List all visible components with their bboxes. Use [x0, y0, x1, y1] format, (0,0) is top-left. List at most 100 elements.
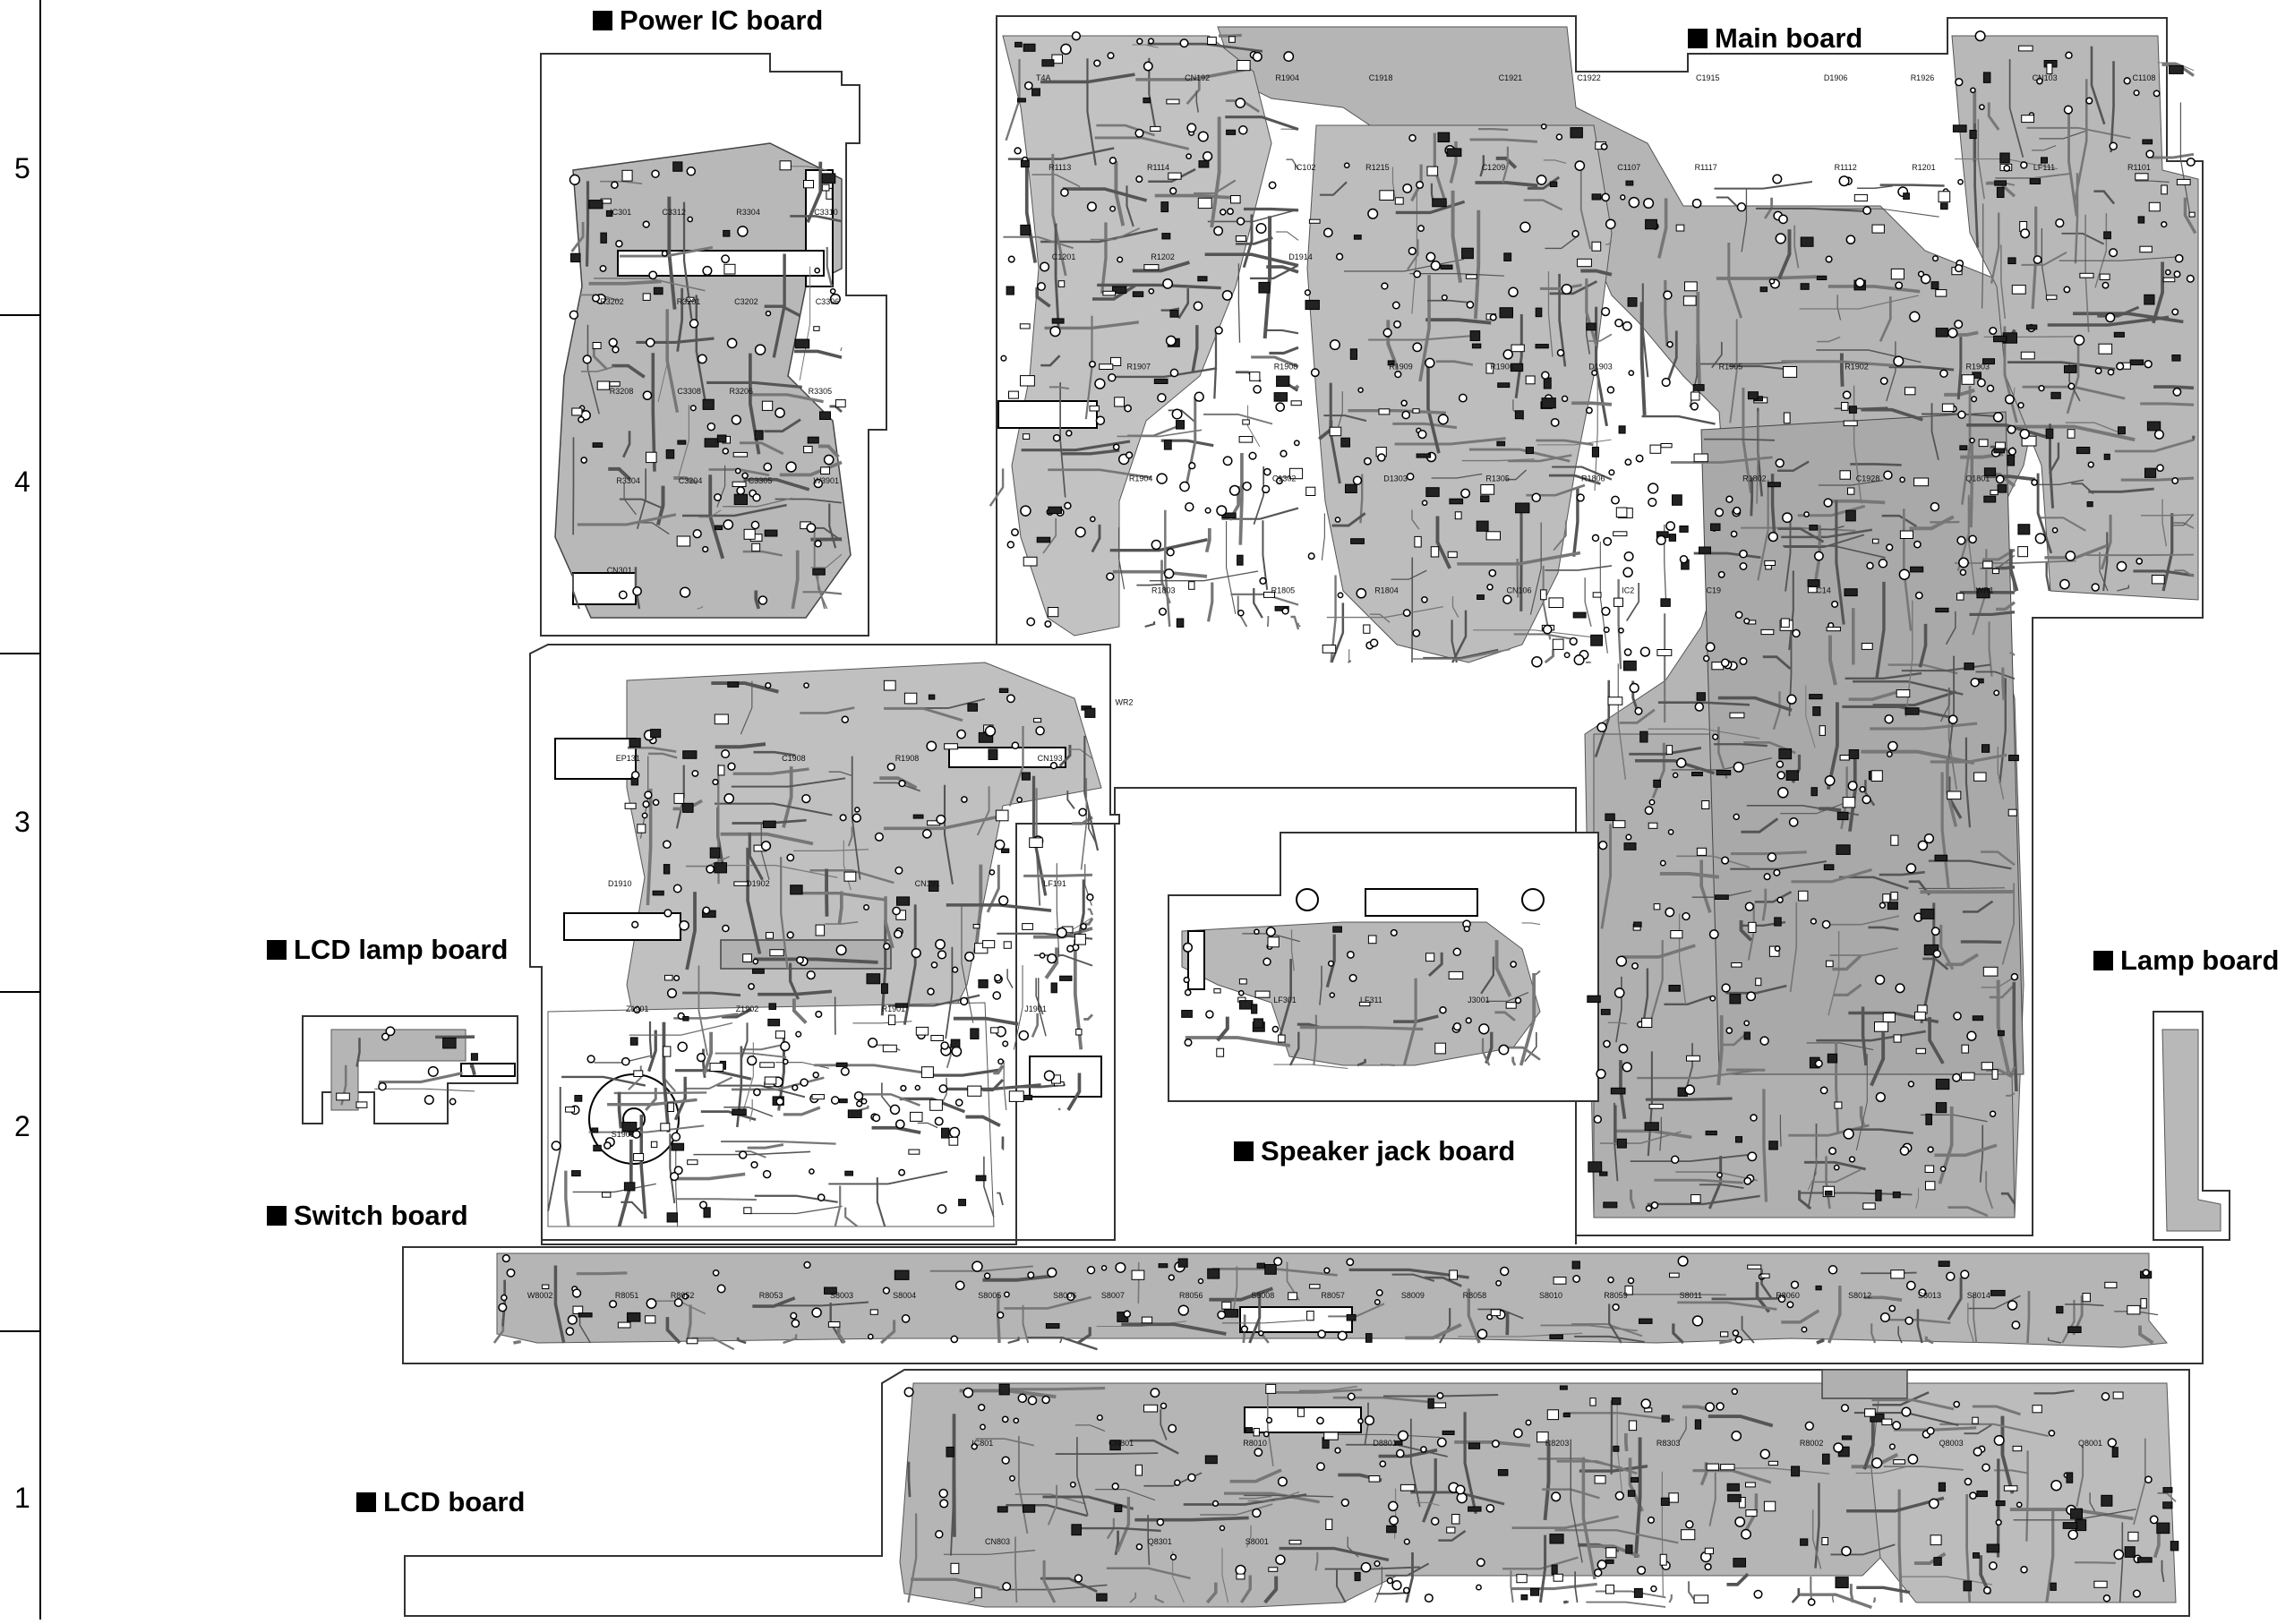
smd-pad	[1934, 1558, 1941, 1566]
smd-pad	[1135, 1465, 1142, 1475]
smd-pad	[946, 1447, 954, 1457]
pad	[664, 910, 672, 917]
pad	[1383, 329, 1391, 337]
smd-pad	[2033, 1406, 2041, 1413]
smd-pad	[2113, 1392, 2123, 1398]
component-ref: R8002	[1800, 1439, 1824, 1448]
pad	[1490, 314, 1496, 321]
pad	[1602, 308, 1610, 316]
trace	[1219, 35, 1242, 36]
pad	[1171, 1554, 1177, 1560]
pad	[1558, 350, 1564, 356]
pad	[1890, 1444, 1896, 1449]
pad	[1994, 1436, 2004, 1446]
smd-pad	[1161, 202, 1168, 212]
pad	[620, 591, 627, 598]
pad	[1107, 573, 1114, 580]
smd-pad	[1977, 1491, 1988, 1496]
pad	[1733, 763, 1743, 773]
smd-pad	[1592, 447, 1598, 457]
pad	[1933, 951, 1940, 958]
pad	[832, 1097, 839, 1104]
pad	[1740, 563, 1746, 569]
smd-pad	[646, 452, 657, 462]
trace	[909, 1462, 910, 1497]
pad	[980, 1424, 985, 1429]
smd-pad	[2157, 1523, 2170, 1534]
smd-pad	[1449, 971, 1463, 979]
pad	[1860, 787, 1865, 792]
smd-pad	[780, 161, 791, 170]
smd-pad	[1628, 298, 1637, 307]
smd-pad	[1266, 1384, 1276, 1393]
smd-pad	[822, 174, 835, 184]
smd-pad	[1259, 282, 1270, 293]
component-ref: R1113	[1049, 163, 1071, 172]
smd-pad	[1333, 927, 1342, 932]
smd-pad	[1623, 661, 1636, 671]
smd-pad	[1536, 308, 1542, 317]
pad	[1905, 1317, 1913, 1324]
component-ref: W8002	[527, 1291, 553, 1300]
pad	[796, 1031, 801, 1037]
pad	[698, 1054, 706, 1062]
component-ref: R8010	[1243, 1439, 1267, 1448]
smd-pad	[1732, 963, 1742, 968]
smd-pad	[1243, 420, 1250, 424]
pad	[593, 295, 600, 302]
pad	[1036, 727, 1044, 735]
pad	[1374, 1561, 1380, 1567]
smd-pad	[704, 1208, 710, 1218]
pad	[612, 346, 619, 353]
pad	[1418, 431, 1426, 439]
pad	[1091, 517, 1095, 521]
component-ref: IC102	[1294, 163, 1315, 172]
smd-pad	[1023, 434, 1030, 440]
pad	[2065, 106, 2073, 114]
smd-pad	[723, 230, 730, 236]
pad	[855, 1092, 863, 1100]
pad	[714, 1270, 719, 1276]
pad	[1556, 134, 1562, 140]
trace	[1716, 277, 1817, 278]
pad	[1764, 874, 1770, 880]
pad	[1562, 396, 1568, 401]
pad	[2056, 219, 2064, 227]
smd-pad	[1255, 991, 1270, 997]
trace	[1268, 616, 1269, 627]
pad	[1409, 135, 1416, 141]
pad	[1602, 607, 1610, 615]
pad	[1754, 1591, 1762, 1599]
pad	[633, 587, 641, 595]
square-bullet-icon	[356, 1492, 376, 1512]
pad	[1378, 454, 1385, 461]
pad	[1635, 708, 1642, 715]
pad	[1632, 963, 1638, 969]
smd-pad	[625, 803, 636, 808]
pad	[1706, 1403, 1714, 1411]
smd-pad	[1590, 1398, 1596, 1406]
pad	[1254, 386, 1261, 393]
smd-pad	[1921, 909, 1934, 919]
smd-pad	[1002, 849, 1009, 853]
smd-pad	[1435, 1043, 1446, 1054]
label-text: Lamp board	[2120, 944, 2279, 977]
pad	[690, 320, 698, 328]
pad	[1051, 763, 1057, 769]
pad	[425, 1096, 434, 1105]
trace	[614, 1092, 706, 1093]
pad	[941, 1042, 948, 1049]
smd-pad	[1960, 446, 1967, 450]
smd-pad	[1827, 1054, 1836, 1063]
pad	[1685, 1085, 1694, 1094]
smd-pad	[688, 1160, 698, 1165]
smd-pad	[2083, 1294, 2090, 1302]
pad	[1215, 327, 1222, 334]
pad	[1899, 569, 1909, 579]
pad	[1021, 506, 1031, 516]
smd-pad	[1781, 619, 1789, 628]
pad	[869, 1334, 873, 1338]
pad	[703, 547, 708, 552]
pad	[1544, 626, 1552, 634]
pad	[1732, 1389, 1737, 1394]
